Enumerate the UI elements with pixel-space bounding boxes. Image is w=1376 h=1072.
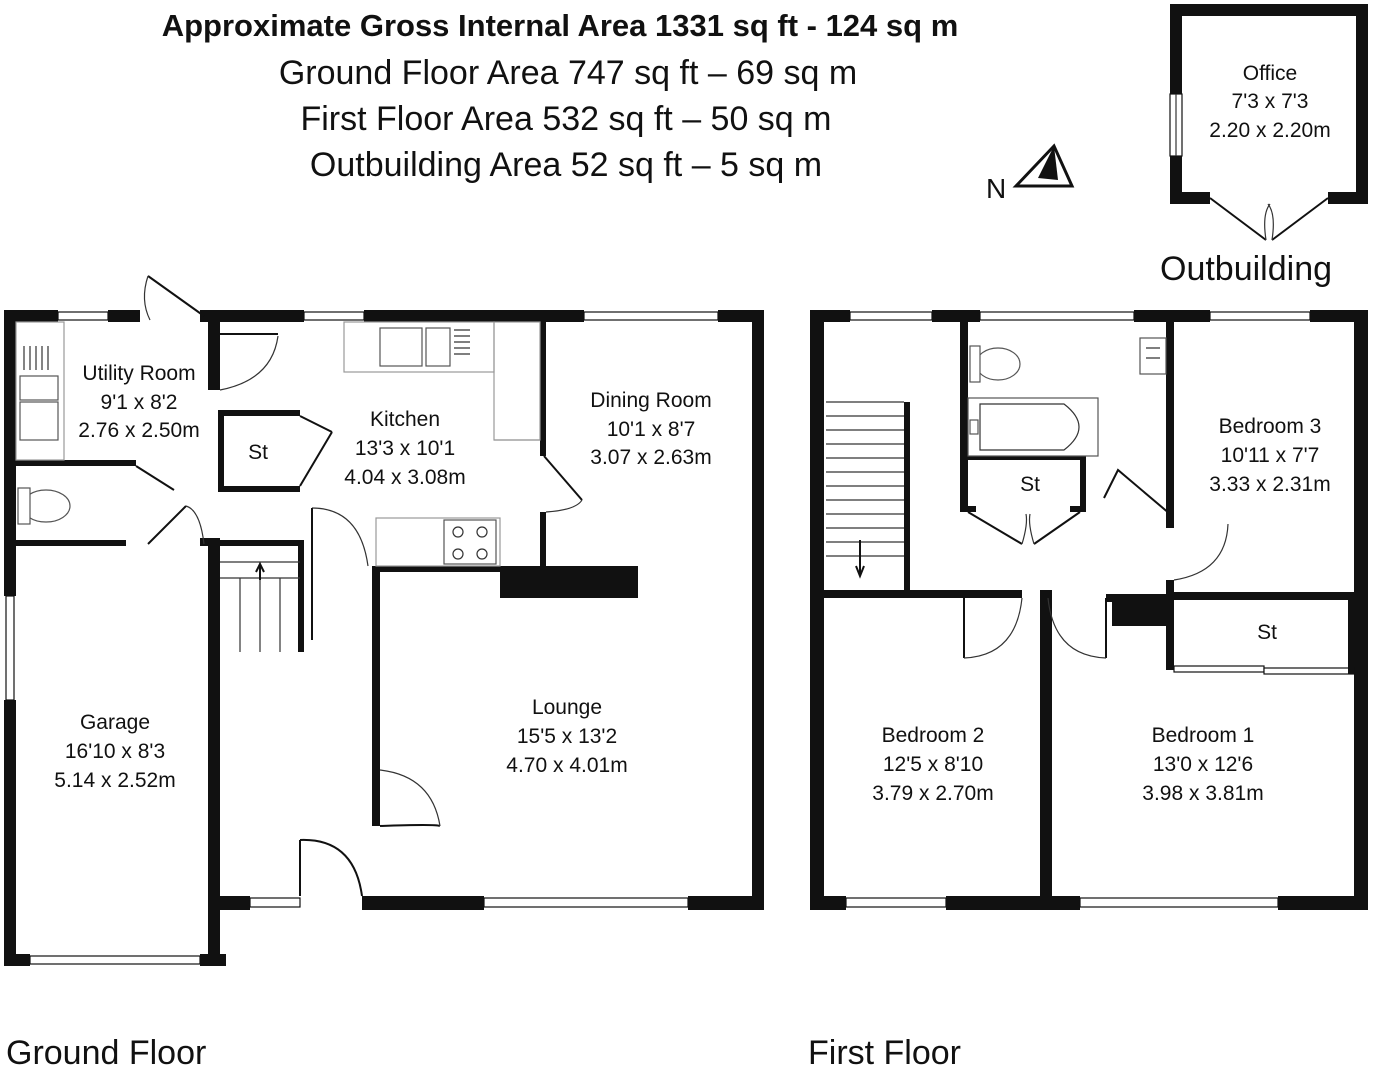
bed3-metric: 3.33 x 2.31m (1209, 473, 1330, 496)
kitchen-metric: 4.04 x 3.08m (344, 466, 465, 489)
outbuilding-plan: Office 7'3 x 7'3 2.20 x 2.20m (1169, 4, 1368, 241)
lounge-metric: 4.70 x 4.01m (506, 754, 627, 777)
ground-floor-label: Ground Floor (6, 1034, 206, 1072)
north-label: N (986, 173, 1006, 204)
office-label: Office (1243, 62, 1297, 85)
office-imperial: 7'3 x 7'3 (1232, 90, 1309, 113)
ground-floor-area: Ground Floor Area 747 sq ft – 69 sq m (279, 54, 857, 92)
outbuilding-floor-label: Outbuilding (1160, 250, 1332, 288)
office-metric: 2.20 x 2.20m (1209, 119, 1330, 142)
first-floor-plan (810, 310, 1368, 910)
dining-label: Dining Room (590, 389, 711, 412)
bed2-label: Bedroom 2 (882, 724, 985, 747)
bed1-metric: 3.98 x 3.81m (1142, 782, 1263, 805)
bed1-label: Bedroom 1 (1152, 724, 1255, 747)
dining-imperial: 10'1 x 8'7 (607, 418, 696, 441)
gross-area-title: Approximate Gross Internal Area 1331 sq … (162, 8, 959, 43)
landing-store-label: St (1020, 473, 1040, 496)
lounge-label: Lounge (532, 696, 602, 719)
first-floor-area: First Floor Area 532 sq ft – 50 sq m (300, 100, 831, 138)
bed3-label: Bedroom 3 (1219, 415, 1322, 438)
bed2-metric: 3.79 x 2.70m (872, 782, 993, 805)
utility-imperial: 9'1 x 8'2 (101, 391, 178, 414)
garage-label: Garage (80, 711, 150, 734)
lounge-imperial: 15'5 x 13'2 (517, 725, 617, 748)
bed1-store-label: St (1257, 621, 1277, 644)
ground-floor-plan (4, 275, 764, 966)
kitchen-label: Kitchen (370, 408, 440, 431)
outbuilding-area: Outbuilding Area 52 sq ft – 5 sq m (310, 146, 822, 184)
garage-metric: 5.14 x 2.52m (54, 769, 175, 792)
bed1-imperial: 13'0 x 12'6 (1153, 753, 1253, 776)
garage-imperial: 16'10 x 8'3 (65, 740, 165, 763)
first-floor-label: First Floor (808, 1034, 961, 1072)
north-arrow-icon: N (986, 143, 1075, 204)
utility-metric: 2.76 x 2.50m (78, 419, 199, 442)
bed3-imperial: 10'11 x 7'7 (1221, 444, 1320, 467)
bed2-imperial: 12'5 x 8'10 (883, 753, 983, 776)
ground-store-label: St (248, 441, 268, 464)
utility-label: Utility Room (82, 362, 195, 385)
kitchen-imperial: 13'3 x 10'1 (355, 437, 455, 460)
dining-metric: 3.07 x 2.63m (590, 446, 711, 469)
